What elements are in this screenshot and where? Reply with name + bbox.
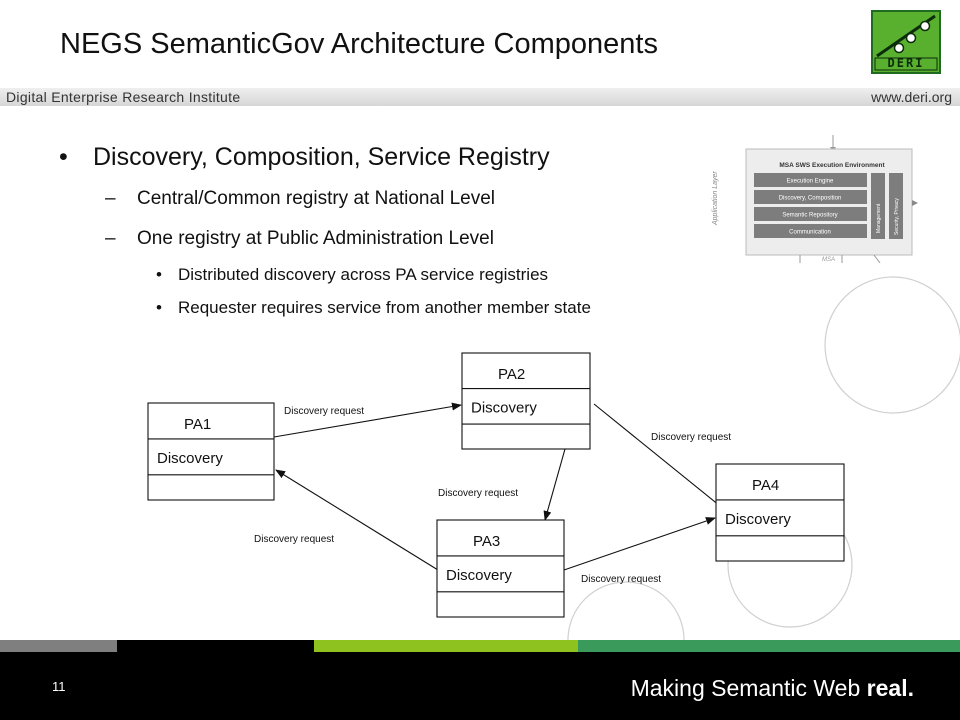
footer-bar <box>0 652 960 720</box>
arch-bottom-label: MSA <box>822 257 835 263</box>
arch-side-management: Management <box>876 203 882 233</box>
sub-bullet-pa-registry: One registry at Public Administration Le… <box>105 228 494 250</box>
node-name: PA3 <box>473 533 500 550</box>
decor-circle-bottom <box>567 581 685 640</box>
subsub-bullet-distributed: Distributed discovery across PA service … <box>156 265 548 285</box>
node-service: Discovery <box>725 511 791 528</box>
footer-slogan: Making Semantic Web real. <box>631 675 914 702</box>
arch-row-label: Communication <box>789 230 831 236</box>
edge-arrow-pa1-pa2 <box>273 402 462 438</box>
arch-side-security: Security, Privacy <box>894 198 900 235</box>
slide-title: NEGS SemanticGov Architecture Components <box>60 28 658 60</box>
node-box <box>147 402 275 501</box>
arch-row-box <box>754 207 867 221</box>
institute-name: Digital Enterprise Research Institute <box>6 89 241 105</box>
arch-side-label: Application Layer <box>712 171 719 226</box>
arch-row-box <box>754 190 867 204</box>
edge-arrow-pa3-pa4 <box>563 517 716 571</box>
node-service: Discovery <box>446 567 512 584</box>
edge-label: Discovery request <box>581 574 661 585</box>
node-box <box>715 463 845 562</box>
bullet-main: Discovery, Composition, Service Registry <box>59 143 550 172</box>
logo-graphic <box>874 14 938 71</box>
footer-strip-lime <box>314 640 578 652</box>
edge-label: Discovery request <box>254 534 334 545</box>
edge-arrow-pa3-pa1 <box>275 469 439 571</box>
subsub-bullet-requester: Requester requires service from another … <box>156 298 591 318</box>
sub-bullet-central-registry: Central/Common registry at National Leve… <box>105 188 495 210</box>
node-name: PA2 <box>498 366 525 383</box>
arch-row-box <box>754 224 867 238</box>
footer-strip-green <box>578 640 960 652</box>
architecture-thumbnail: Application Layer MSA SWS Execution Envi… <box>712 135 918 263</box>
decor-circle-right <box>824 276 960 414</box>
slogan-bold: real. <box>866 675 914 701</box>
arch-row-label: Semantic Repository <box>782 213 837 219</box>
edge-arrow-pa2-pa3 <box>543 448 566 521</box>
node-box <box>436 519 565 618</box>
node-service: Discovery <box>157 450 223 467</box>
website-link[interactable]: www.deri.org <box>871 89 952 105</box>
header-band <box>0 88 960 106</box>
edge-label: Discovery request <box>438 488 518 499</box>
edge-arrow-pa2-pa4 <box>593 403 726 511</box>
arch-row-label: Execution Engine <box>787 179 834 185</box>
node-box <box>461 352 591 450</box>
node-name: PA4 <box>752 477 779 494</box>
edge-label: Discovery request <box>651 432 731 443</box>
arch-env-title: MSA SWS Execution Environment <box>779 162 885 169</box>
logo-wordmark: DERI <box>887 56 925 70</box>
footer-strip-black <box>117 640 314 652</box>
slogan-text: Making Semantic Web <box>630 675 867 701</box>
deri-logo: DERI <box>871 10 941 74</box>
footer-strip-gray <box>0 640 117 652</box>
node-name: PA1 <box>184 416 211 433</box>
edge-label: Discovery request <box>284 406 364 417</box>
arch-row-box <box>754 173 867 187</box>
node-service: Discovery <box>471 400 537 417</box>
arch-row-label: Discovery, Composition <box>779 196 842 202</box>
page-number: 11 <box>52 679 66 694</box>
